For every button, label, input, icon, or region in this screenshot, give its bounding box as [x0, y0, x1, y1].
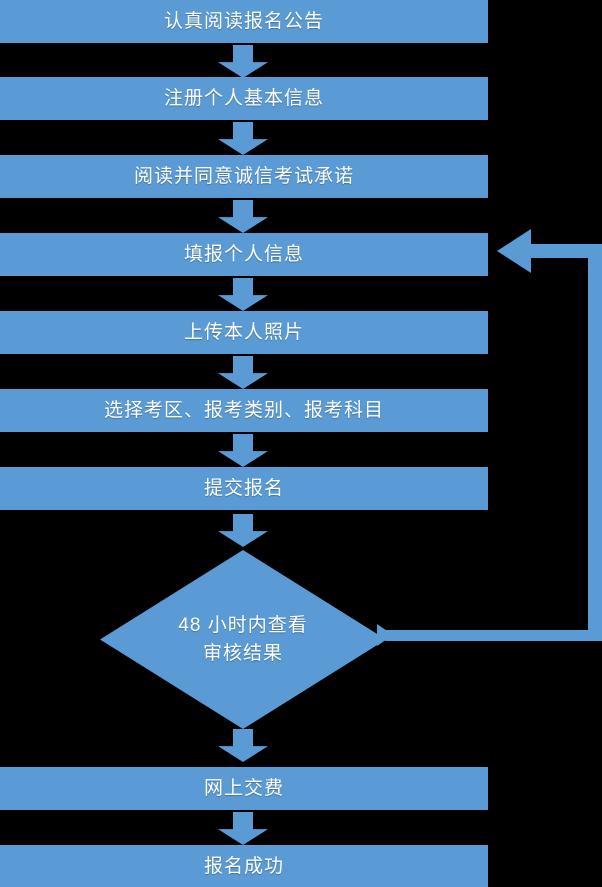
node-label: 上传本人照片 [183, 321, 304, 343]
feedback-loop-top-segment [530, 244, 602, 258]
feedback-loop-arrowhead-icon [497, 229, 531, 273]
node-label: 认真阅读报名公告 [163, 10, 324, 32]
node-label: 阅读并同意诚信考试承诺 [133, 165, 354, 187]
node-submit-registration[interactable]: 提交报名 [0, 467, 488, 510]
node-label: 选择考区、报考类别、报考科目 [103, 399, 384, 421]
arrow-down-icon-4 [218, 278, 268, 311]
node-label: 报名成功 [203, 855, 284, 877]
node-read-announcement[interactable]: 认真阅读报名公告 [0, 0, 488, 43]
arrow-down-icon-7 [218, 514, 268, 547]
arrow-down-icon-3 [218, 200, 268, 233]
arrow-down-icon-9 [218, 812, 268, 845]
node-label: 提交报名 [203, 477, 284, 499]
node-upload-photo[interactable]: 上传本人照片 [0, 311, 488, 354]
arrow-down-icon-2 [218, 122, 268, 155]
feedback-loop-vertical-segment [588, 244, 602, 641]
feedback-loop-bottom-segment [385, 630, 602, 641]
node-select-exam-options[interactable]: 选择考区、报考类别、报考科目 [0, 389, 488, 432]
arrow-down-icon-5 [218, 356, 268, 389]
node-fill-personal-info[interactable]: 填报个人信息 [0, 233, 488, 276]
node-label: 注册个人基本信息 [163, 87, 324, 109]
node-check-review-result[interactable]: 48 小时内查看 审核结果 [100, 550, 386, 729]
arrow-down-icon-1 [218, 45, 268, 78]
node-register-basic-info[interactable]: 注册个人基本信息 [0, 77, 488, 120]
diamond-shape [100, 550, 386, 729]
arrow-down-icon-6 [218, 434, 268, 467]
arrow-down-icon-8 [218, 729, 268, 762]
node-label: 填报个人信息 [183, 243, 304, 265]
node-agree-integrity-pledge[interactable]: 阅读并同意诚信考试承诺 [0, 155, 488, 198]
node-online-payment[interactable]: 网上交费 [0, 767, 488, 810]
node-registration-success[interactable]: 报名成功 [0, 845, 488, 887]
node-label: 网上交费 [203, 777, 284, 799]
